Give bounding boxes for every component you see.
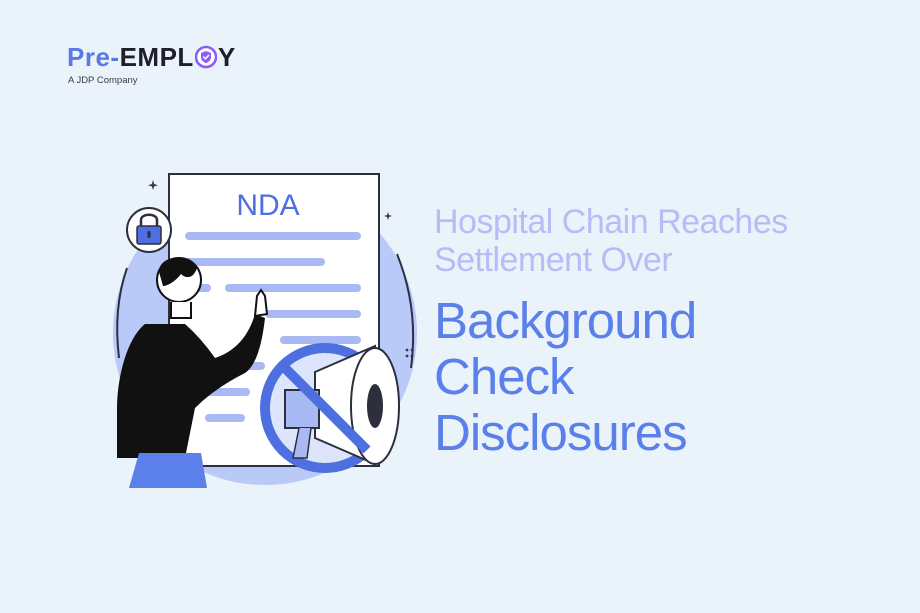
headline-main-line-2: Check [434,348,575,405]
headline-primary: Background Check Disclosures [434,293,904,461]
decorative-arc [116,267,128,359]
brand-name-employ: EMPL Y [120,44,236,70]
article-headline: Hospital Chain Reaches Settlement Over B… [434,203,904,461]
headline-main-line-3: Disclosures [434,404,688,461]
headline-line-2: Settlement Over [434,241,673,279]
lock-icon [126,207,172,253]
brand-name-y: Y [217,42,236,72]
headline-main-line-1: Background [434,292,697,349]
decorative-arc [396,253,415,369]
brand-name-empl: EMPL [119,42,194,72]
brand-tagline: A JDP Company [68,75,138,86]
brand-wordmark: Pre- EMPL Y [67,44,236,70]
shield-icon [194,45,217,69]
headline-line-1: Hospital Chain Reaches [434,203,788,241]
prohibited-megaphone-icon [260,343,400,473]
headline-secondary: Hospital Chain Reaches Settlement Over [434,203,904,279]
nda-illustration: NDA [113,173,417,488]
person-pointing [117,257,269,488]
brand-logo: Pre- EMPL Y A JDP Company [67,44,236,86]
document-title: NDA [236,189,299,222]
brand-name-pre: Pre- [67,42,120,72]
